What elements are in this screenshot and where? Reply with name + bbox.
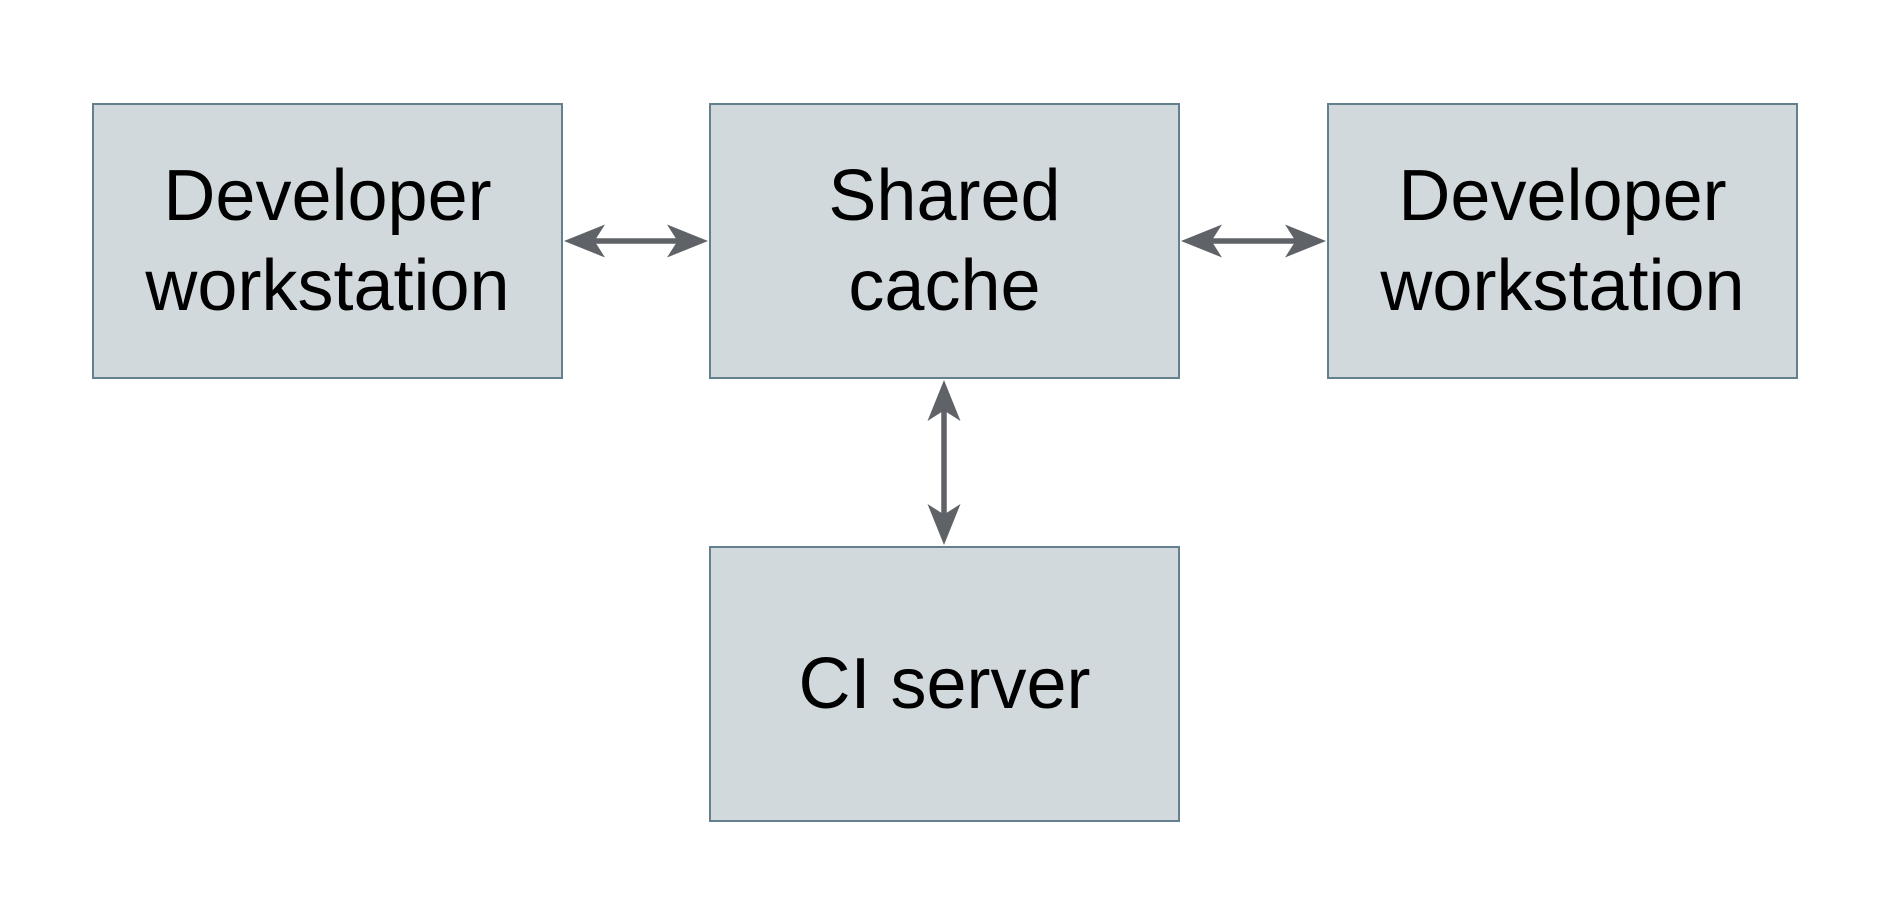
bidirectional-arrow-icon-shared-cache-to-right-workstation — [1181, 224, 1326, 258]
node-developer-workstation-left: Developer workstation — [92, 103, 563, 379]
node-label: Developer workstation — [145, 156, 510, 326]
bidirectional-arrow-icon-shared-cache-to-ci-server — [927, 380, 961, 545]
node-shared-cache: Shared cache — [709, 103, 1180, 379]
node-label: CI server — [798, 644, 1091, 724]
node-label: Shared cache — [828, 156, 1061, 326]
node-label: Developer workstation — [1380, 156, 1745, 326]
node-ci-server: CI server — [709, 546, 1180, 822]
bidirectional-arrow-icon-left-workstation-to-shared-cache — [564, 224, 708, 258]
node-developer-workstation-right: Developer workstation — [1327, 103, 1798, 379]
